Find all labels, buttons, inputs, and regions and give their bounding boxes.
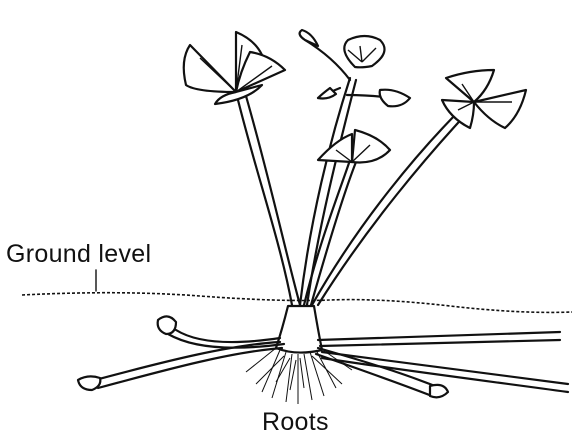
leaf-cluster-center [318,130,390,163]
ground-level-label: Ground level [6,240,151,269]
plant-crown [276,306,322,353]
fibrous-roots [246,348,352,404]
leaf-cluster-right [442,70,526,128]
leaf-cluster-left [184,32,285,104]
roots-label: Roots [262,408,329,437]
leaf-stalks [236,40,468,305]
runners [78,316,568,397]
